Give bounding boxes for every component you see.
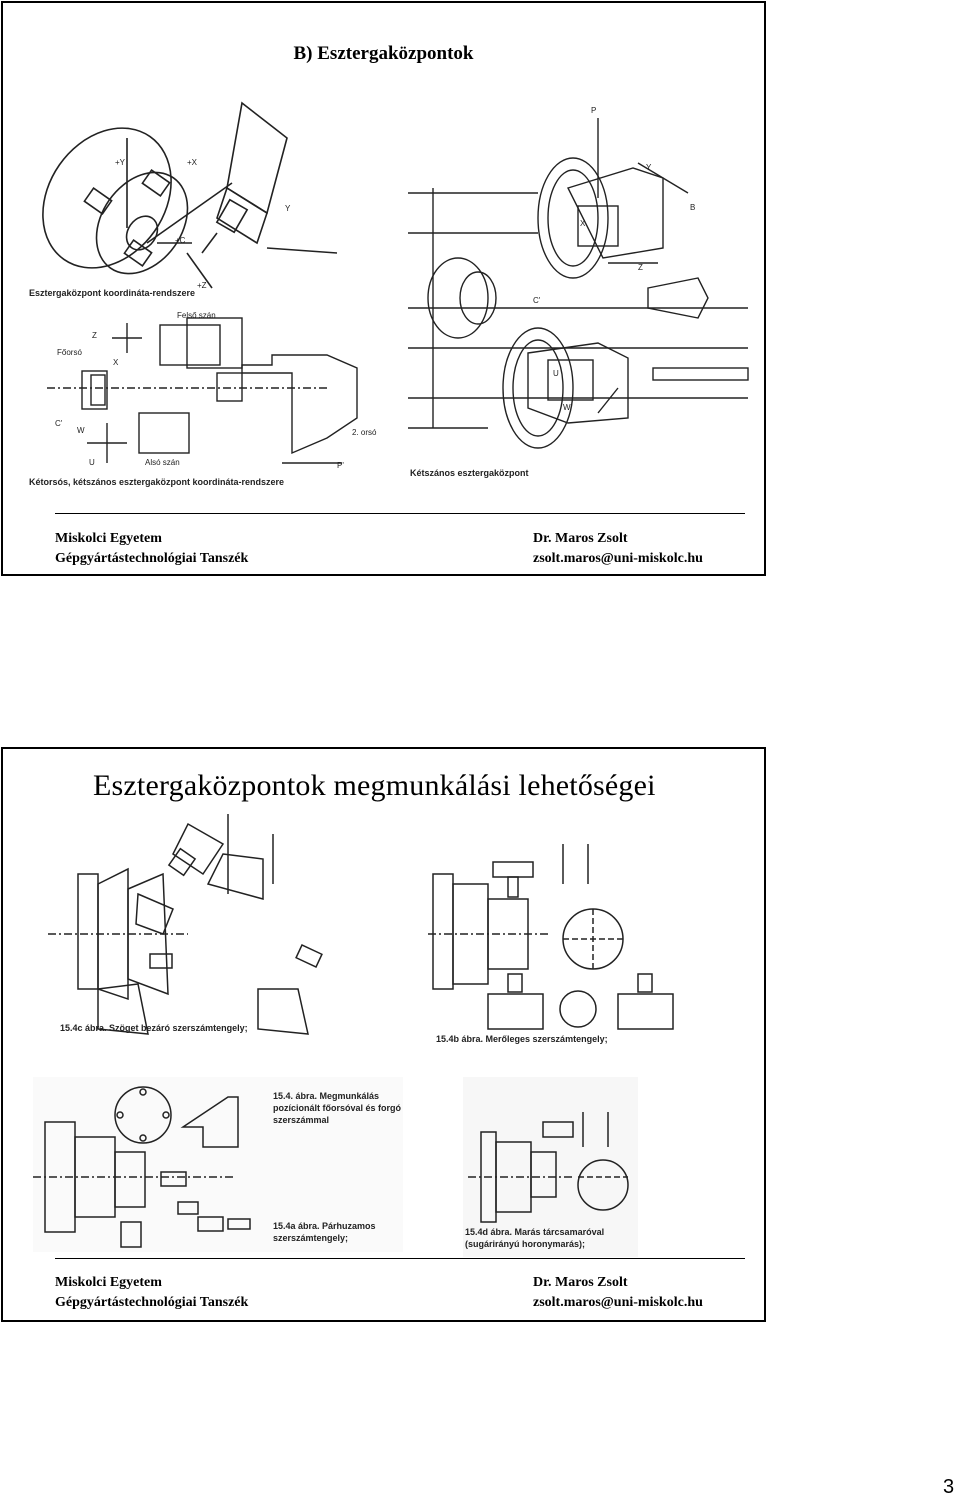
figure-15-4c: 15.4c ábra. Szöget bezáró szerszámtengel… — [48, 814, 388, 1049]
label-plus-z: +Z — [197, 281, 207, 290]
label-2-orso: 2. orsó — [352, 428, 377, 437]
label-c-prime: C' — [55, 419, 63, 428]
figure-15-4d: 15.4d ábra. Marás tárcsamaróval (sugárir… — [463, 1077, 638, 1257]
top-caption: Esztergaközpont koordináta-rendszere — [29, 288, 195, 298]
label-z: Z — [92, 331, 97, 340]
figure-15-4a: 15.4. ábra. Megmunkálás pozícionált főor… — [33, 1077, 403, 1252]
footer-university: Miskolci Egyetem — [55, 1275, 162, 1290]
label-u: U — [553, 369, 559, 378]
footer-email[interactable]: zsolt.maros@uni-miskolc.hu — [533, 551, 703, 566]
footer-department: Gépgyártástechnológiai Tanszék — [55, 1295, 249, 1310]
turning-center-figure: P Y B X Z C' U W Kétszános esztergaközpo… — [408, 98, 763, 483]
label-u: U — [89, 458, 95, 467]
page-number: 3 — [943, 1476, 955, 1498]
slide-1: B) Esztergaközpontok — [1, 1, 766, 576]
footer-department: Gépgyártástechnológiai Tanszék — [55, 551, 249, 566]
label-b: B — [690, 203, 695, 212]
caption-15-4d-line2: (sugárirányú horonymarás); — [465, 1239, 585, 1249]
caption-15-4-line1: 15.4. ábra. Megmunkálás — [273, 1091, 379, 1101]
footer-rule — [55, 513, 745, 514]
coordinate-system-figure: +Y +X +C +Z Y Esztergaközpont koordináta… — [27, 93, 397, 493]
footer-author: Dr. Maros Zsolt — [533, 531, 628, 546]
label-p-prime: P' — [337, 461, 344, 470]
label-also-szan: Alsó szán — [145, 458, 180, 467]
caption-15-4-line3: szerszámmal — [273, 1115, 329, 1125]
label-x: X — [580, 219, 586, 228]
label-y: Y — [285, 204, 291, 213]
label-y: Y — [646, 163, 652, 172]
footer-university: Miskolci Egyetem — [55, 531, 162, 546]
label-plus-c: +C — [175, 236, 186, 245]
label-w: W — [77, 426, 85, 435]
label-p: P — [591, 106, 596, 115]
footer-rule — [55, 1258, 745, 1259]
slide-title: B) Esztergaközpontok — [293, 43, 474, 64]
label-c-prime: C' — [533, 296, 541, 305]
caption-15-4-line2: pozícionált főorsóval és forgó — [273, 1103, 402, 1113]
caption-15-4b: 15.4b ábra. Merőleges szerszámtengely; — [436, 1034, 608, 1044]
footer-email[interactable]: zsolt.maros@uni-miskolc.hu — [533, 1295, 703, 1310]
caption-15-4a-line2: szerszámtengely; — [273, 1233, 348, 1243]
caption-15-4a-line1: 15.4a ábra. Párhuzamos — [273, 1221, 376, 1231]
label-felso-szan: Felső szán — [177, 311, 216, 320]
caption-15-4d-line1: 15.4d ábra. Marás tárcsamaróval — [465, 1227, 604, 1237]
label-plus-x: +X — [187, 158, 198, 167]
label-plus-y: +Y — [115, 158, 126, 167]
figure-15-4b: 15.4b ábra. Merőleges szerszámtengely; — [428, 834, 718, 1049]
bottom-caption: Kétorsós, kétszános esztergaközpont koor… — [29, 477, 284, 487]
label-x: X — [113, 358, 119, 367]
caption-15-4c: 15.4c ábra. Szöget bezáró szerszámtengel… — [60, 1023, 248, 1033]
label-foorso: Főorsó — [57, 348, 82, 357]
slide-2: Esztergaközpontok megmunkálási lehetőség… — [1, 747, 766, 1322]
right-caption: Kétszános esztergaközpont — [410, 468, 529, 478]
footer-author: Dr. Maros Zsolt — [533, 1275, 628, 1290]
label-w: W — [563, 403, 571, 412]
label-z: Z — [638, 263, 643, 272]
slide-title: Esztergaközpontok megmunkálási lehetőség… — [93, 769, 656, 802]
